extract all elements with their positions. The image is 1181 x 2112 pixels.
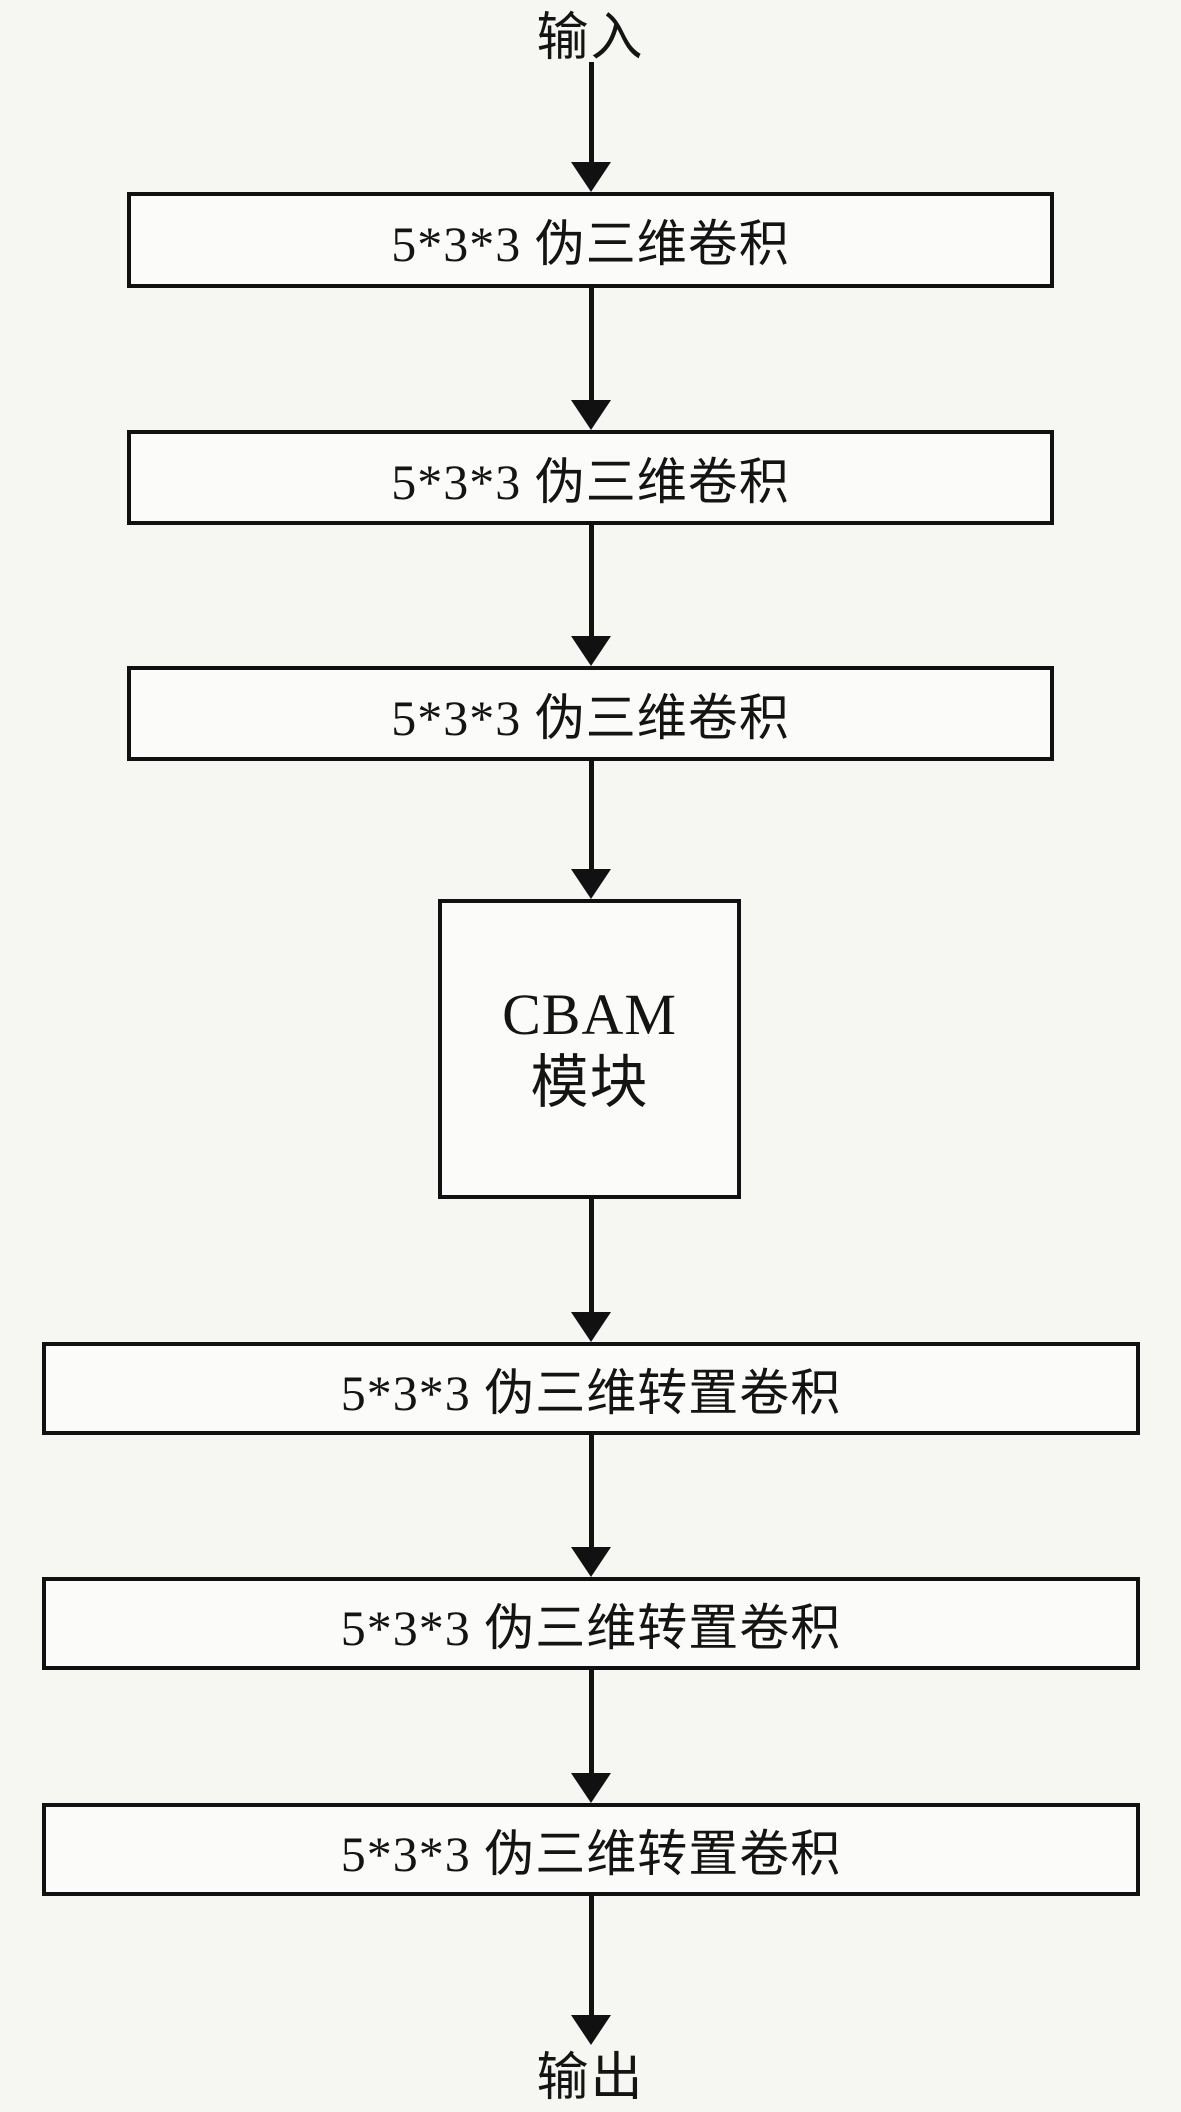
arrow-head-icon	[571, 1312, 611, 1342]
flow-box-label: 5*3*3 伪三维卷积	[391, 453, 790, 510]
arrow-head-icon	[571, 2015, 611, 2045]
cbam-label-line1: CBAM	[502, 982, 677, 1047]
flow-box-conv-3: 5*3*3 伪三维卷积	[127, 666, 1054, 761]
flow-box-deconv-2: 5*3*3 伪三维转置卷积	[42, 1577, 1140, 1670]
flow-box-deconv-1: 5*3*3 伪三维转置卷积	[42, 1342, 1140, 1435]
down-arrow-1	[571, 62, 611, 192]
arrow-shaft	[588, 761, 594, 869]
flow-box-label: 5*3*3 伪三维卷积	[391, 689, 790, 746]
down-arrow-7	[571, 1670, 611, 1803]
flow-box-deconv-3: 5*3*3 伪三维转置卷积	[42, 1803, 1140, 1896]
arrow-head-icon	[571, 869, 611, 899]
arrow-shaft	[588, 1670, 594, 1773]
arrow-shaft	[588, 62, 594, 162]
arrow-shaft	[588, 288, 594, 400]
arrow-head-icon	[571, 1773, 611, 1803]
down-arrow-4	[571, 761, 611, 899]
flow-box-conv-2: 5*3*3 伪三维卷积	[127, 430, 1054, 525]
flow-box-label: 5*3*3 伪三维卷积	[391, 216, 790, 272]
arrow-head-icon	[571, 1547, 611, 1577]
flow-box-label: 5*3*3 伪三维转置卷积	[340, 1364, 842, 1421]
arrow-head-icon	[571, 636, 611, 666]
arrow-shaft	[588, 1896, 594, 2015]
down-arrow-8	[571, 1896, 611, 2045]
down-arrow-6	[571, 1435, 611, 1577]
arrow-head-icon	[571, 400, 611, 430]
down-arrow-2	[571, 288, 611, 430]
cbam-label-line2: 模块	[530, 1050, 649, 1115]
arrow-shaft	[588, 1435, 594, 1547]
input-label: 输入	[536, 10, 645, 67]
arrow-shaft	[588, 525, 594, 636]
output-label: 输出	[536, 2050, 645, 2107]
flow-box-label: 5*3*3 伪三维转置卷积	[340, 1599, 842, 1656]
down-arrow-5	[571, 1199, 611, 1342]
flow-box-cbam-module: CBAM 模块	[438, 899, 741, 1199]
arrow-head-icon	[571, 162, 611, 192]
arrow-shaft	[588, 1199, 594, 1312]
down-arrow-3	[571, 525, 611, 666]
flow-box-label: 5*3*3 伪三维转置卷积	[340, 1825, 842, 1882]
flow-box-conv-1: 5*3*3 伪三维卷积	[127, 192, 1054, 288]
